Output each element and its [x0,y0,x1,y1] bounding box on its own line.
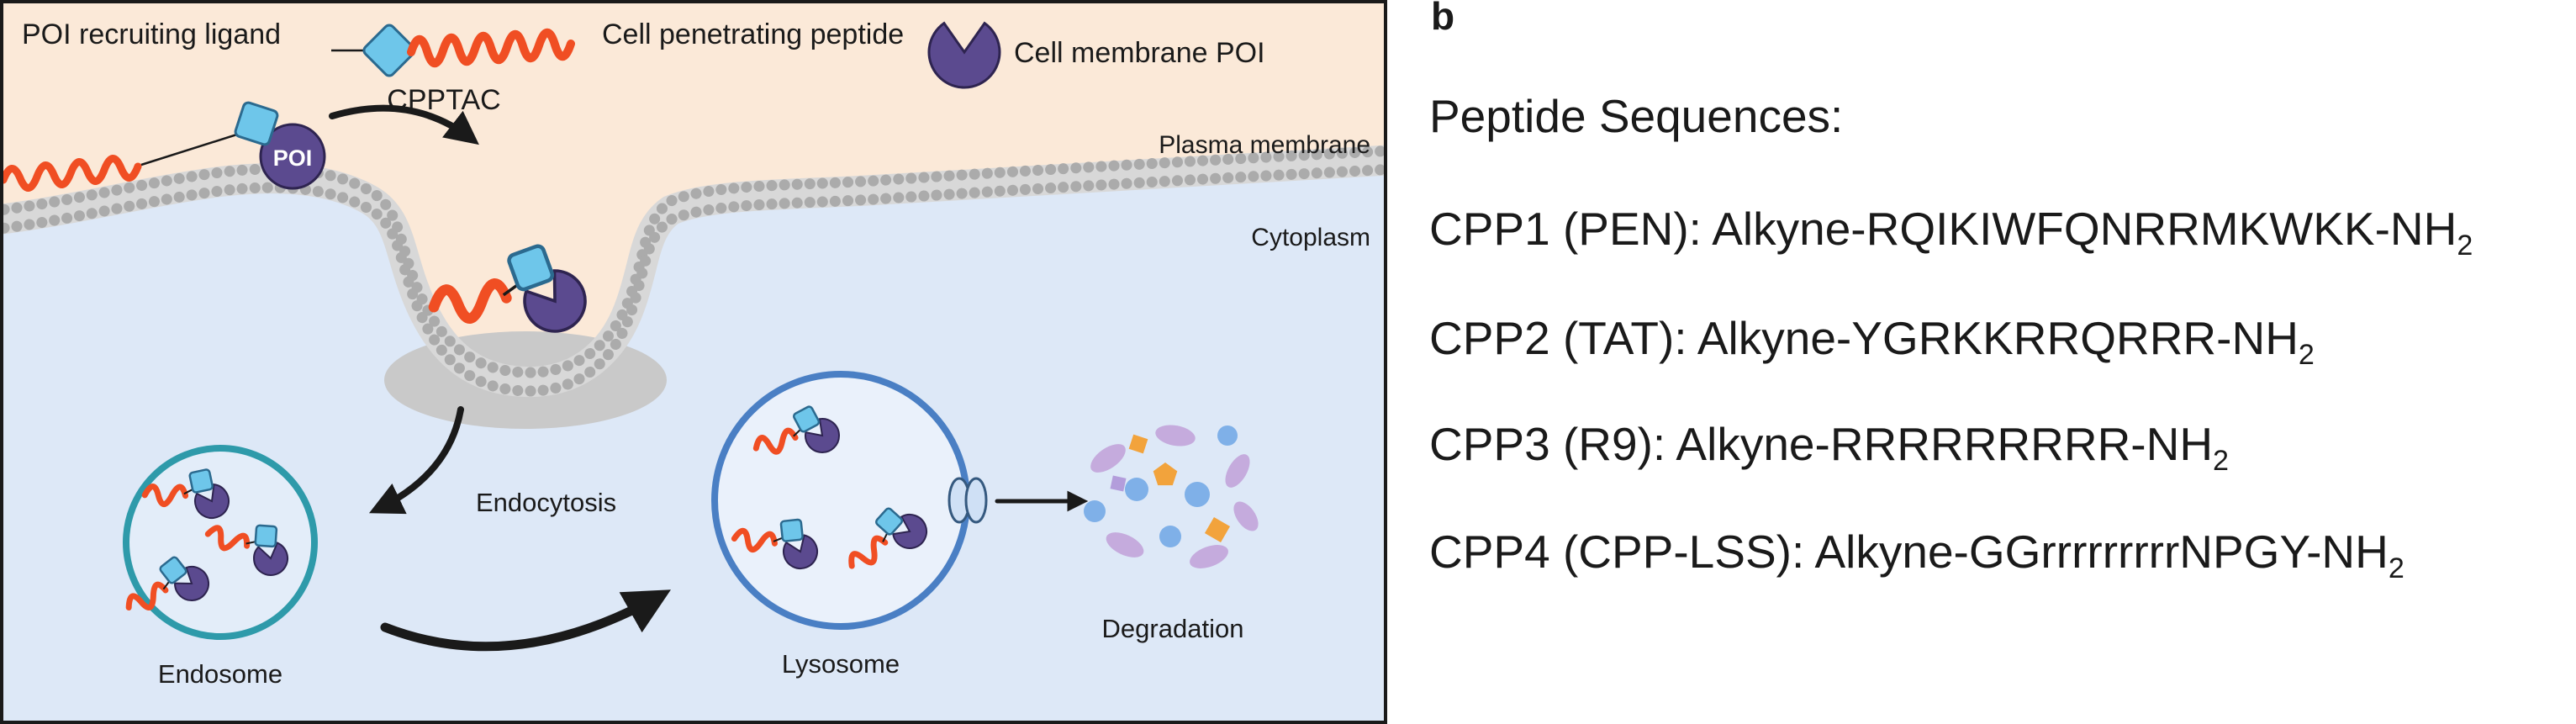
subscript: 2 [2298,339,2315,371]
poi-text: POI [273,145,313,171]
fragment-square-small [1110,475,1127,492]
fragment-ellipse [1233,501,1259,531]
poi-protein-icon [259,123,326,190]
linker-line [140,131,243,166]
legend-ligand-label: POI recruiting ligand [22,18,281,50]
cpp-peptide-icon [0,155,142,192]
sequence-text: CPP4 (CPP-LSS): Alkyne-GGrrrrrrrrrNPGY-N… [1429,526,2389,578]
poi-pacman-icon [927,21,1001,89]
degradation-label: Degradation [1102,614,1244,643]
fragment-circle [1125,478,1148,501]
transporter-icon [948,477,988,524]
mechanism-diagram: POI recruiting ligand Cell penetrating p… [0,0,1387,724]
fragment-ellipse [1155,425,1196,447]
ligand-icon [234,101,279,146]
lysosome: Lysosome [711,371,988,679]
fragment-circle [1159,526,1181,547]
sequence-cpp2: CPP2 (TAT): Alkyne-YGRKKRRQRRR-NH2 [1429,311,2315,372]
sequence-cpp4: CPP4 (CPP-LSS): Alkyne-GGrrrrrrrrrNPGY-N… [1429,525,2404,585]
fragment-ellipse [1190,545,1228,568]
panel-b: b Peptide Sequences: CPP1 (PEN): Alkyne-… [1429,0,2573,724]
sequence-cpp3: CPP3 (R9): Alkyne-RRRRRRRRR-NH2 [1429,417,2229,478]
legend: POI recruiting ligand Cell penetrating p… [22,18,1265,116]
legend-poi-label: Cell membrane POI [1014,37,1265,69]
fragment-circle [1084,500,1106,522]
legend-cpp-label: Cell penetrating peptide [602,18,904,50]
cytoplasm-region [0,160,1387,724]
sequence-text: CPP3 (R9): Alkyne-RRRRRRRRR-NH [1429,418,2214,470]
membrane-band [0,145,1387,398]
plasma-membrane-label: Plasma membrane [1159,131,1370,159]
endosome: Endosome [118,445,318,689]
arrows [329,104,1089,652]
degradation-products: Degradation [1084,425,1259,643]
cytoplasm-label: Cytoplasm [1251,224,1370,251]
arrow-endosome-to-lysosome [380,589,671,652]
lysosome-membrane [711,371,970,630]
subscript: 2 [2213,445,2229,477]
endocytosis-label: Endocytosis [476,488,616,517]
endosome-label: Endosome [158,659,282,689]
sequence-cpp1: CPP1 (PEN): Alkyne-RQIKIWFQNRRMKWKK-NH2 [1429,202,2473,262]
sequence-text: CPP2 (TAT): Alkyne-YGRKKRRQRRR-NH [1429,312,2299,364]
arrow-membrane-to-pit [329,104,479,145]
cpp-squiggle-icon [407,28,575,68]
fragment-ellipse [1225,454,1250,488]
fragment-ellipse [1106,532,1144,558]
subscript: 2 [2388,552,2404,584]
subscript: 2 [2457,230,2473,262]
lysosome-label: Lysosome [782,649,900,679]
fragment-ellipse [1090,444,1126,473]
fragment-square [1204,516,1231,543]
ligand-diamond-icon [362,24,416,77]
panel-b-tag: b [1431,0,1455,38]
membrane-lipid-heads-inner [0,163,1387,397]
fragment-circle [1185,482,1210,507]
sequence-text: CPP1 (PEN): Alkyne-RQIKIWFQNRRMKWKK-NH [1429,203,2457,255]
fragment-pentagon [1153,462,1178,486]
arrow-pit-to-endosome [368,406,464,515]
membrane-poi-complex: POI [0,101,326,192]
fragment-square [1128,434,1148,454]
panel-a-border [0,0,1387,724]
sequences-heading: Peptide Sequences: [1429,90,1844,142]
fragment-circle [1217,425,1238,446]
